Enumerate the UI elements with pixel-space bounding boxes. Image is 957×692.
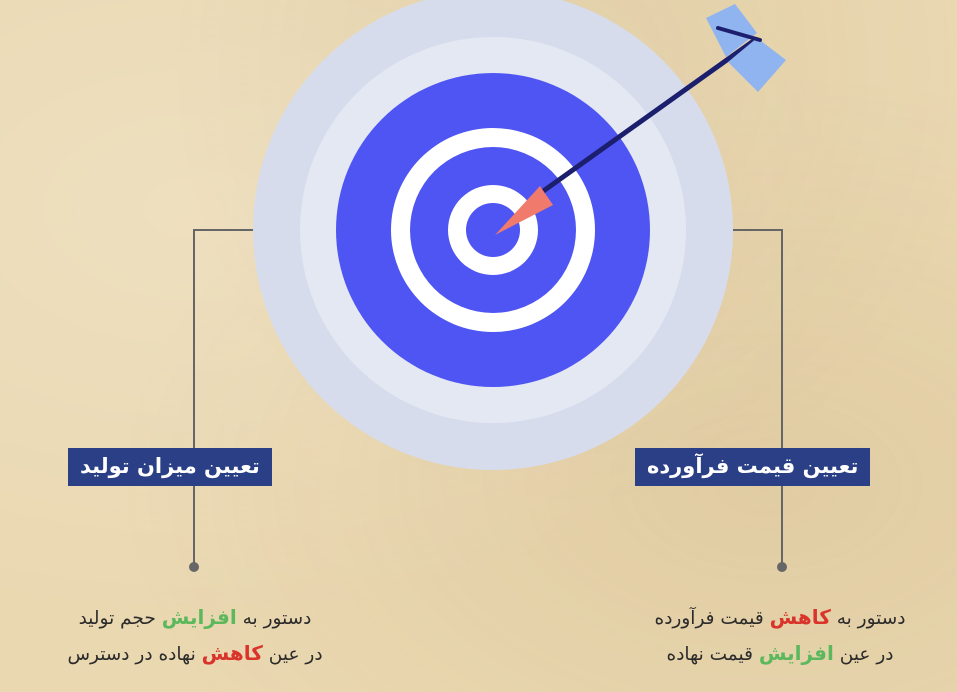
arrow-fletching-lower [728,38,786,92]
desc-text: حجم تولید [78,608,156,629]
increase-keyword: افزایش [161,605,237,629]
arrow-icon [495,4,786,235]
product-price-label: تعیین قیمت فرآورده [635,448,871,487]
production-level-label: تعیین میزان تولید [68,448,272,487]
decrease-keyword: کاهش [201,641,263,665]
desc-text: قیمت فرآورده [654,608,764,629]
desc-text: در عین [839,644,894,665]
production-level-description: دستور به افزایش حجم تولید در عین کاهش نه… [15,600,375,672]
production-desc-line-1: دستور به افزایش حجم تولید [15,600,375,636]
target-bullseye [466,203,520,257]
decrease-keyword: کاهش [769,605,831,629]
desc-text: نهاده در دسترس [67,644,196,665]
left-connector-dot [189,562,199,572]
target-icon [253,0,733,470]
increase-keyword: افزایش [758,641,834,665]
desc-text: قیمت نهاده [666,644,753,665]
production-desc-line-2: در عین کاهش نهاده در دسترس [15,636,375,672]
right-connector-dot [777,562,787,572]
desc-text: در عین [268,644,323,665]
product-price-description: دستور به کاهش قیمت فرآورده در عین افزایش… [600,600,957,672]
price-desc-line-1: دستور به کاهش قیمت فرآورده [600,600,957,636]
arrow-tip [495,186,553,235]
price-desc-line-2: در عین افزایش قیمت نهاده [600,636,957,672]
production-level-title: تعیین میزان تولید [80,454,260,478]
product-price-title: تعیین قیمت فرآورده [647,454,859,478]
desc-text: دستور به [836,608,906,629]
arrow-shaft [532,39,755,200]
arrow-shaft-end [716,26,762,42]
desc-text: دستور به [242,608,312,629]
